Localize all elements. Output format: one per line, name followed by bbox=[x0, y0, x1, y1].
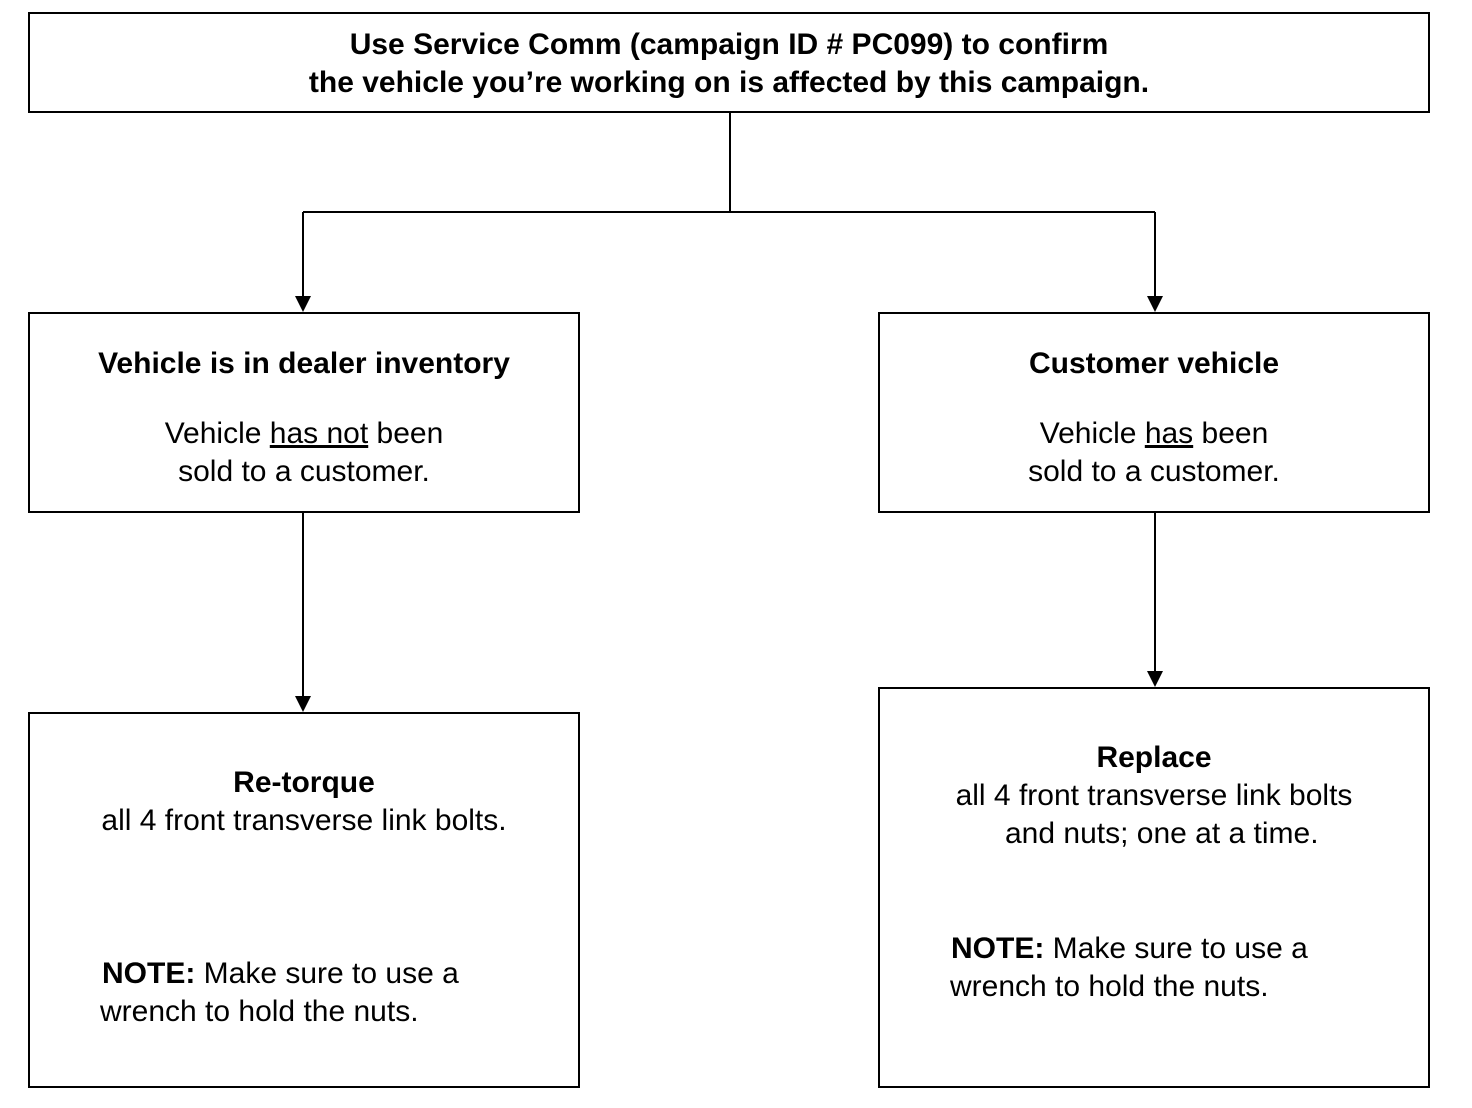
retorque-note-text-1: Make sure to use a bbox=[195, 957, 459, 990]
arrowhead-replace bbox=[1147, 671, 1163, 687]
replace-title: Replace bbox=[1096, 741, 1212, 774]
retorque-title: Re-torque bbox=[233, 766, 375, 799]
retorque-note-label: NOTE: bbox=[102, 957, 196, 990]
replace-note-label: NOTE: bbox=[951, 932, 1045, 965]
dealer-inventory-line-2: sold to a customer. bbox=[178, 455, 430, 488]
has-not-underlined: has not bbox=[269, 417, 369, 450]
customer-line-1-pre: Vehicle bbox=[1039, 417, 1145, 450]
arrowhead-dealer bbox=[295, 296, 311, 312]
customer-vehicle-line-1: Vehicle has been bbox=[880, 415, 1428, 453]
has-underlined: has bbox=[1144, 417, 1194, 450]
replace-note-text-1: Make sure to use a bbox=[1044, 932, 1308, 965]
replace-line-2: and nuts; one at a time. bbox=[1005, 817, 1319, 850]
retorque-note-line-2: wrench to hold the nuts. bbox=[100, 995, 419, 1028]
arrowhead-customer bbox=[1147, 296, 1163, 312]
replace-note-line-1: NOTE: Make sure to use a bbox=[951, 930, 1308, 968]
customer-vehicle-line-2: sold to a customer. bbox=[1028, 455, 1280, 488]
customer-line-1-post: been bbox=[1193, 417, 1269, 450]
confirm-campaign-box: Use Service Comm (campaign ID # PC099) t… bbox=[28, 12, 1430, 113]
retorque-note-line-1: NOTE: Make sure to use a bbox=[102, 955, 459, 993]
customer-vehicle-box: Customer vehicle Vehicle has been sold t… bbox=[878, 312, 1430, 513]
arrowhead-retorque bbox=[295, 696, 311, 712]
confirm-line-1: Use Service Comm (campaign ID # PC099) t… bbox=[349, 28, 1109, 61]
dealer-inventory-box: Vehicle is in dealer inventory Vehicle h… bbox=[28, 312, 580, 513]
replace-line-1: all 4 front transverse link bolts bbox=[955, 779, 1353, 812]
dealer-inventory-title: Vehicle is in dealer inventory bbox=[98, 347, 510, 380]
dealer-inventory-line-1: Vehicle has not been bbox=[30, 415, 578, 453]
retorque-line: all 4 front transverse link bolts. bbox=[101, 804, 507, 837]
replace-note-line-2: wrench to hold the nuts. bbox=[950, 970, 1269, 1003]
dealer-line-1-pre: Vehicle bbox=[164, 417, 270, 450]
replace-box: Replace all 4 front transverse link bolt… bbox=[878, 687, 1430, 1088]
retorque-box: Re-torque all 4 front transverse link bo… bbox=[28, 712, 580, 1088]
customer-vehicle-title: Customer vehicle bbox=[1028, 347, 1280, 380]
confirm-line-2: the vehicle you’re working on is affecte… bbox=[308, 66, 1150, 99]
dealer-line-1-post: been bbox=[368, 417, 444, 450]
